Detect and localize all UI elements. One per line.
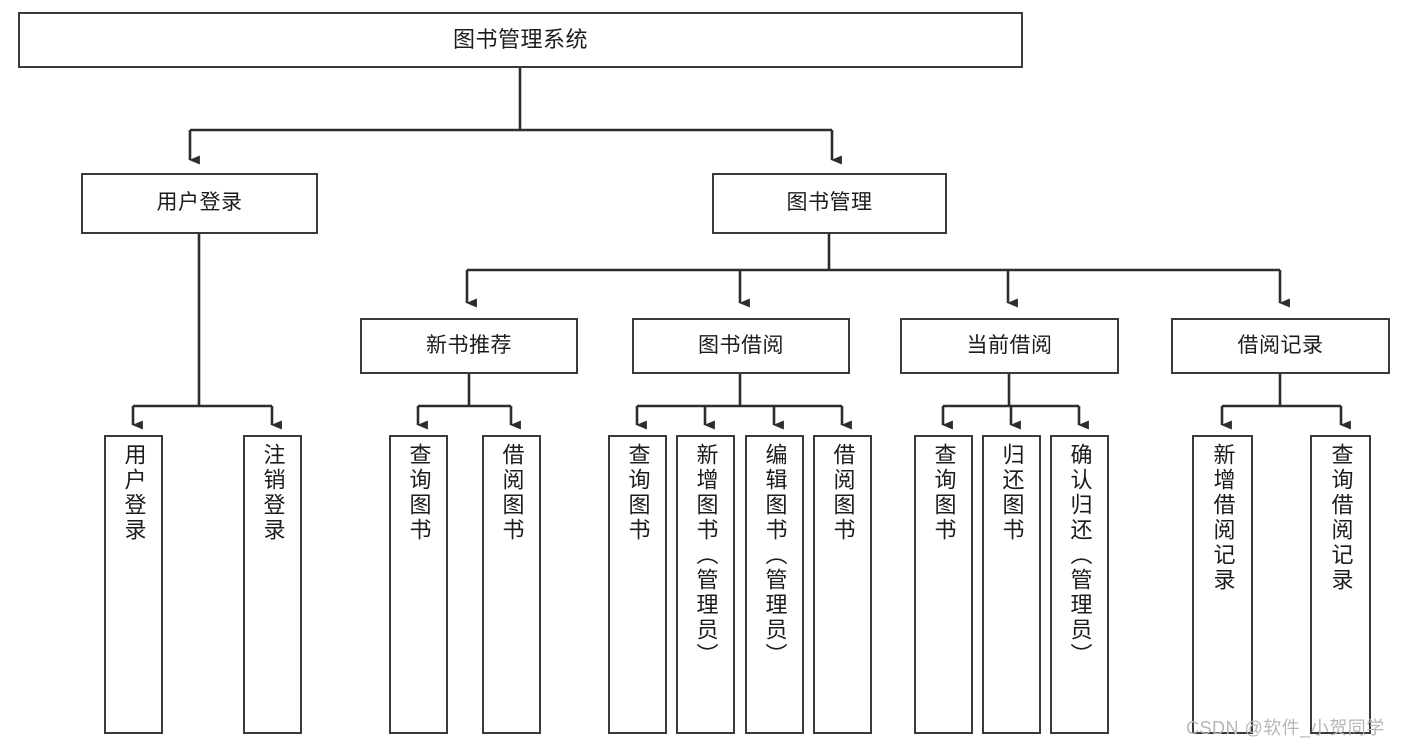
leaf-query-book-recommend[interactable]: 查询图书 xyxy=(389,435,448,734)
node-book-management[interactable]: 图书管理 xyxy=(712,173,947,234)
node-label: 图书管理 xyxy=(786,191,873,215)
leaf-query-borrow-record[interactable]: 查询借阅记录 xyxy=(1310,435,1371,734)
leaf-confirm-return[interactable]: 确认归还（管理员） xyxy=(1050,435,1109,734)
node-label: 查询借阅记录 xyxy=(1328,443,1354,593)
node-label: 新增图书（管理员） xyxy=(693,443,719,668)
leaf-return-book[interactable]: 归还图书 xyxy=(982,435,1041,734)
node-user-login[interactable]: 用户登录 xyxy=(81,173,318,234)
node-label: 借阅图书 xyxy=(499,443,525,543)
node-root-system[interactable]: 图书管理系统 xyxy=(18,12,1023,68)
node-new-book-recommend[interactable]: 新书推荐 xyxy=(360,318,578,374)
node-label: 注销登录 xyxy=(260,443,286,543)
leaf-edit-book[interactable]: 编辑图书（管理员） xyxy=(745,435,804,734)
node-label: 查询图书 xyxy=(931,443,957,543)
node-label: 借阅记录 xyxy=(1237,333,1324,357)
node-label: 图书管理系统 xyxy=(452,27,588,53)
node-label: 新书推荐 xyxy=(426,333,512,357)
leaf-borrow-book[interactable]: 借阅图书 xyxy=(813,435,872,734)
node-label: 归还图书 xyxy=(999,443,1025,543)
watermark-text: CSDN @软件_小贺同学 xyxy=(1186,718,1385,738)
node-label: 图书借阅 xyxy=(698,333,784,357)
node-current-borrow[interactable]: 当前借阅 xyxy=(900,318,1119,374)
leaf-query-book-current[interactable]: 查询图书 xyxy=(914,435,973,734)
node-label: 确认归还（管理员） xyxy=(1067,443,1093,668)
leaf-query-book-borrow[interactable]: 查询图书 xyxy=(608,435,667,734)
leaf-add-book[interactable]: 新增图书（管理员） xyxy=(676,435,735,734)
node-label: 查询图书 xyxy=(625,443,651,543)
node-label: 用户登录 xyxy=(156,191,243,215)
node-label: 查询图书 xyxy=(406,443,432,543)
leaf-user-logout[interactable]: 注销登录 xyxy=(243,435,302,734)
leaf-user-login[interactable]: 用户登录 xyxy=(104,435,163,734)
node-borrow-record[interactable]: 借阅记录 xyxy=(1171,318,1390,374)
node-book-borrow[interactable]: 图书借阅 xyxy=(632,318,850,374)
node-label: 用户登录 xyxy=(121,443,147,543)
node-label: 编辑图书（管理员） xyxy=(762,443,788,668)
node-label: 新增借阅记录 xyxy=(1210,443,1236,593)
leaf-add-borrow-record[interactable]: 新增借阅记录 xyxy=(1192,435,1253,734)
node-label: 借阅图书 xyxy=(830,443,856,543)
node-label: 当前借阅 xyxy=(966,333,1053,357)
leaf-borrow-book-recommend[interactable]: 借阅图书 xyxy=(482,435,541,734)
